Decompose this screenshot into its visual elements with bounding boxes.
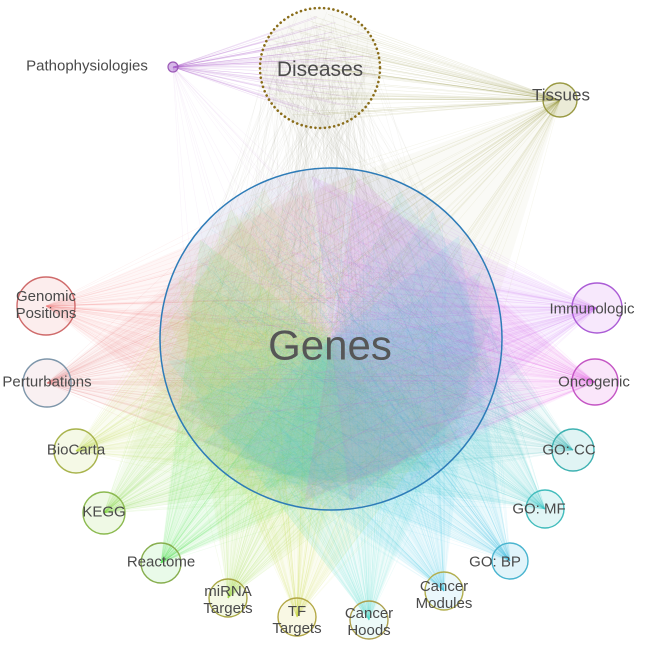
edge-wash xyxy=(76,188,398,490)
edge-bundle-tissues-genes xyxy=(166,99,561,494)
edge-bundle-genomic-positions-genes xyxy=(45,175,493,503)
edge-wash xyxy=(104,208,431,513)
node-circle-reactome[interactable] xyxy=(140,542,182,584)
edge-bundle-go-bp-genes xyxy=(174,201,511,562)
edge-bundle-cancer-modules-genes xyxy=(165,184,481,592)
edge-wash xyxy=(262,189,573,489)
genes-area-fill xyxy=(160,168,502,510)
node-circle-go-mf[interactable] xyxy=(525,489,565,529)
node-circle-go-cc[interactable] xyxy=(551,428,595,472)
node-circle-pathophysiologies[interactable] xyxy=(167,61,179,73)
node-circle-tissues[interactable] xyxy=(542,82,578,118)
node-circle-cancer-hoods[interactable] xyxy=(349,600,389,640)
edge-wash xyxy=(168,319,494,617)
node-circle-diseases[interactable] xyxy=(258,6,382,130)
node-circle-genomic-positions[interactable] xyxy=(16,276,76,336)
edge-wash xyxy=(228,210,545,509)
edge-wash xyxy=(168,317,494,620)
edge-wash xyxy=(178,278,484,598)
edge-wash xyxy=(304,176,595,502)
edge-wash xyxy=(47,176,357,502)
edge-bundle-kegg-genes xyxy=(103,178,496,514)
node-circle-cancer-modules[interactable] xyxy=(424,571,464,611)
edge-bundle-tf-targets-genes xyxy=(166,178,494,618)
edge-bundle-pathophysiologies-genes xyxy=(172,66,482,467)
node-circle-genes[interactable] xyxy=(159,167,503,511)
edge-bundle-diseases-genes xyxy=(172,11,496,502)
node-circle-kegg[interactable] xyxy=(82,491,126,535)
edge-wash xyxy=(181,271,481,591)
edge-bundle-pathophysiologies-diseases xyxy=(172,15,376,118)
node-circle-go-bp[interactable] xyxy=(491,542,529,580)
edge-wash xyxy=(46,175,350,503)
edge-wash xyxy=(212,100,561,453)
node-circle-tf-targets[interactable] xyxy=(277,597,317,637)
edge-bundle-go-mf-genes xyxy=(170,194,546,510)
node-circle-perturbations[interactable] xyxy=(22,358,72,408)
node-circle-immunologic[interactable] xyxy=(571,282,623,334)
edge-bundle-oncogenic-genes xyxy=(182,176,596,502)
node-circle-oncogenic[interactable] xyxy=(571,358,619,406)
edge-wash xyxy=(203,235,510,561)
node-circle-biocarta[interactable] xyxy=(53,428,99,474)
edge-bundle-mirna-targets-genes xyxy=(171,188,492,599)
edge-bundle-perturbations-genes xyxy=(46,176,481,504)
node-circle-mirna-targets[interactable] xyxy=(208,578,248,618)
edge-bundle-go-cc-genes xyxy=(178,189,574,491)
edge-bundle-cancer-hoods-genes xyxy=(168,182,494,621)
edge-wash xyxy=(311,175,597,503)
edge-bundle-biocarta-genes xyxy=(75,188,481,500)
edge-bundle-immunologic-genes xyxy=(197,175,598,503)
